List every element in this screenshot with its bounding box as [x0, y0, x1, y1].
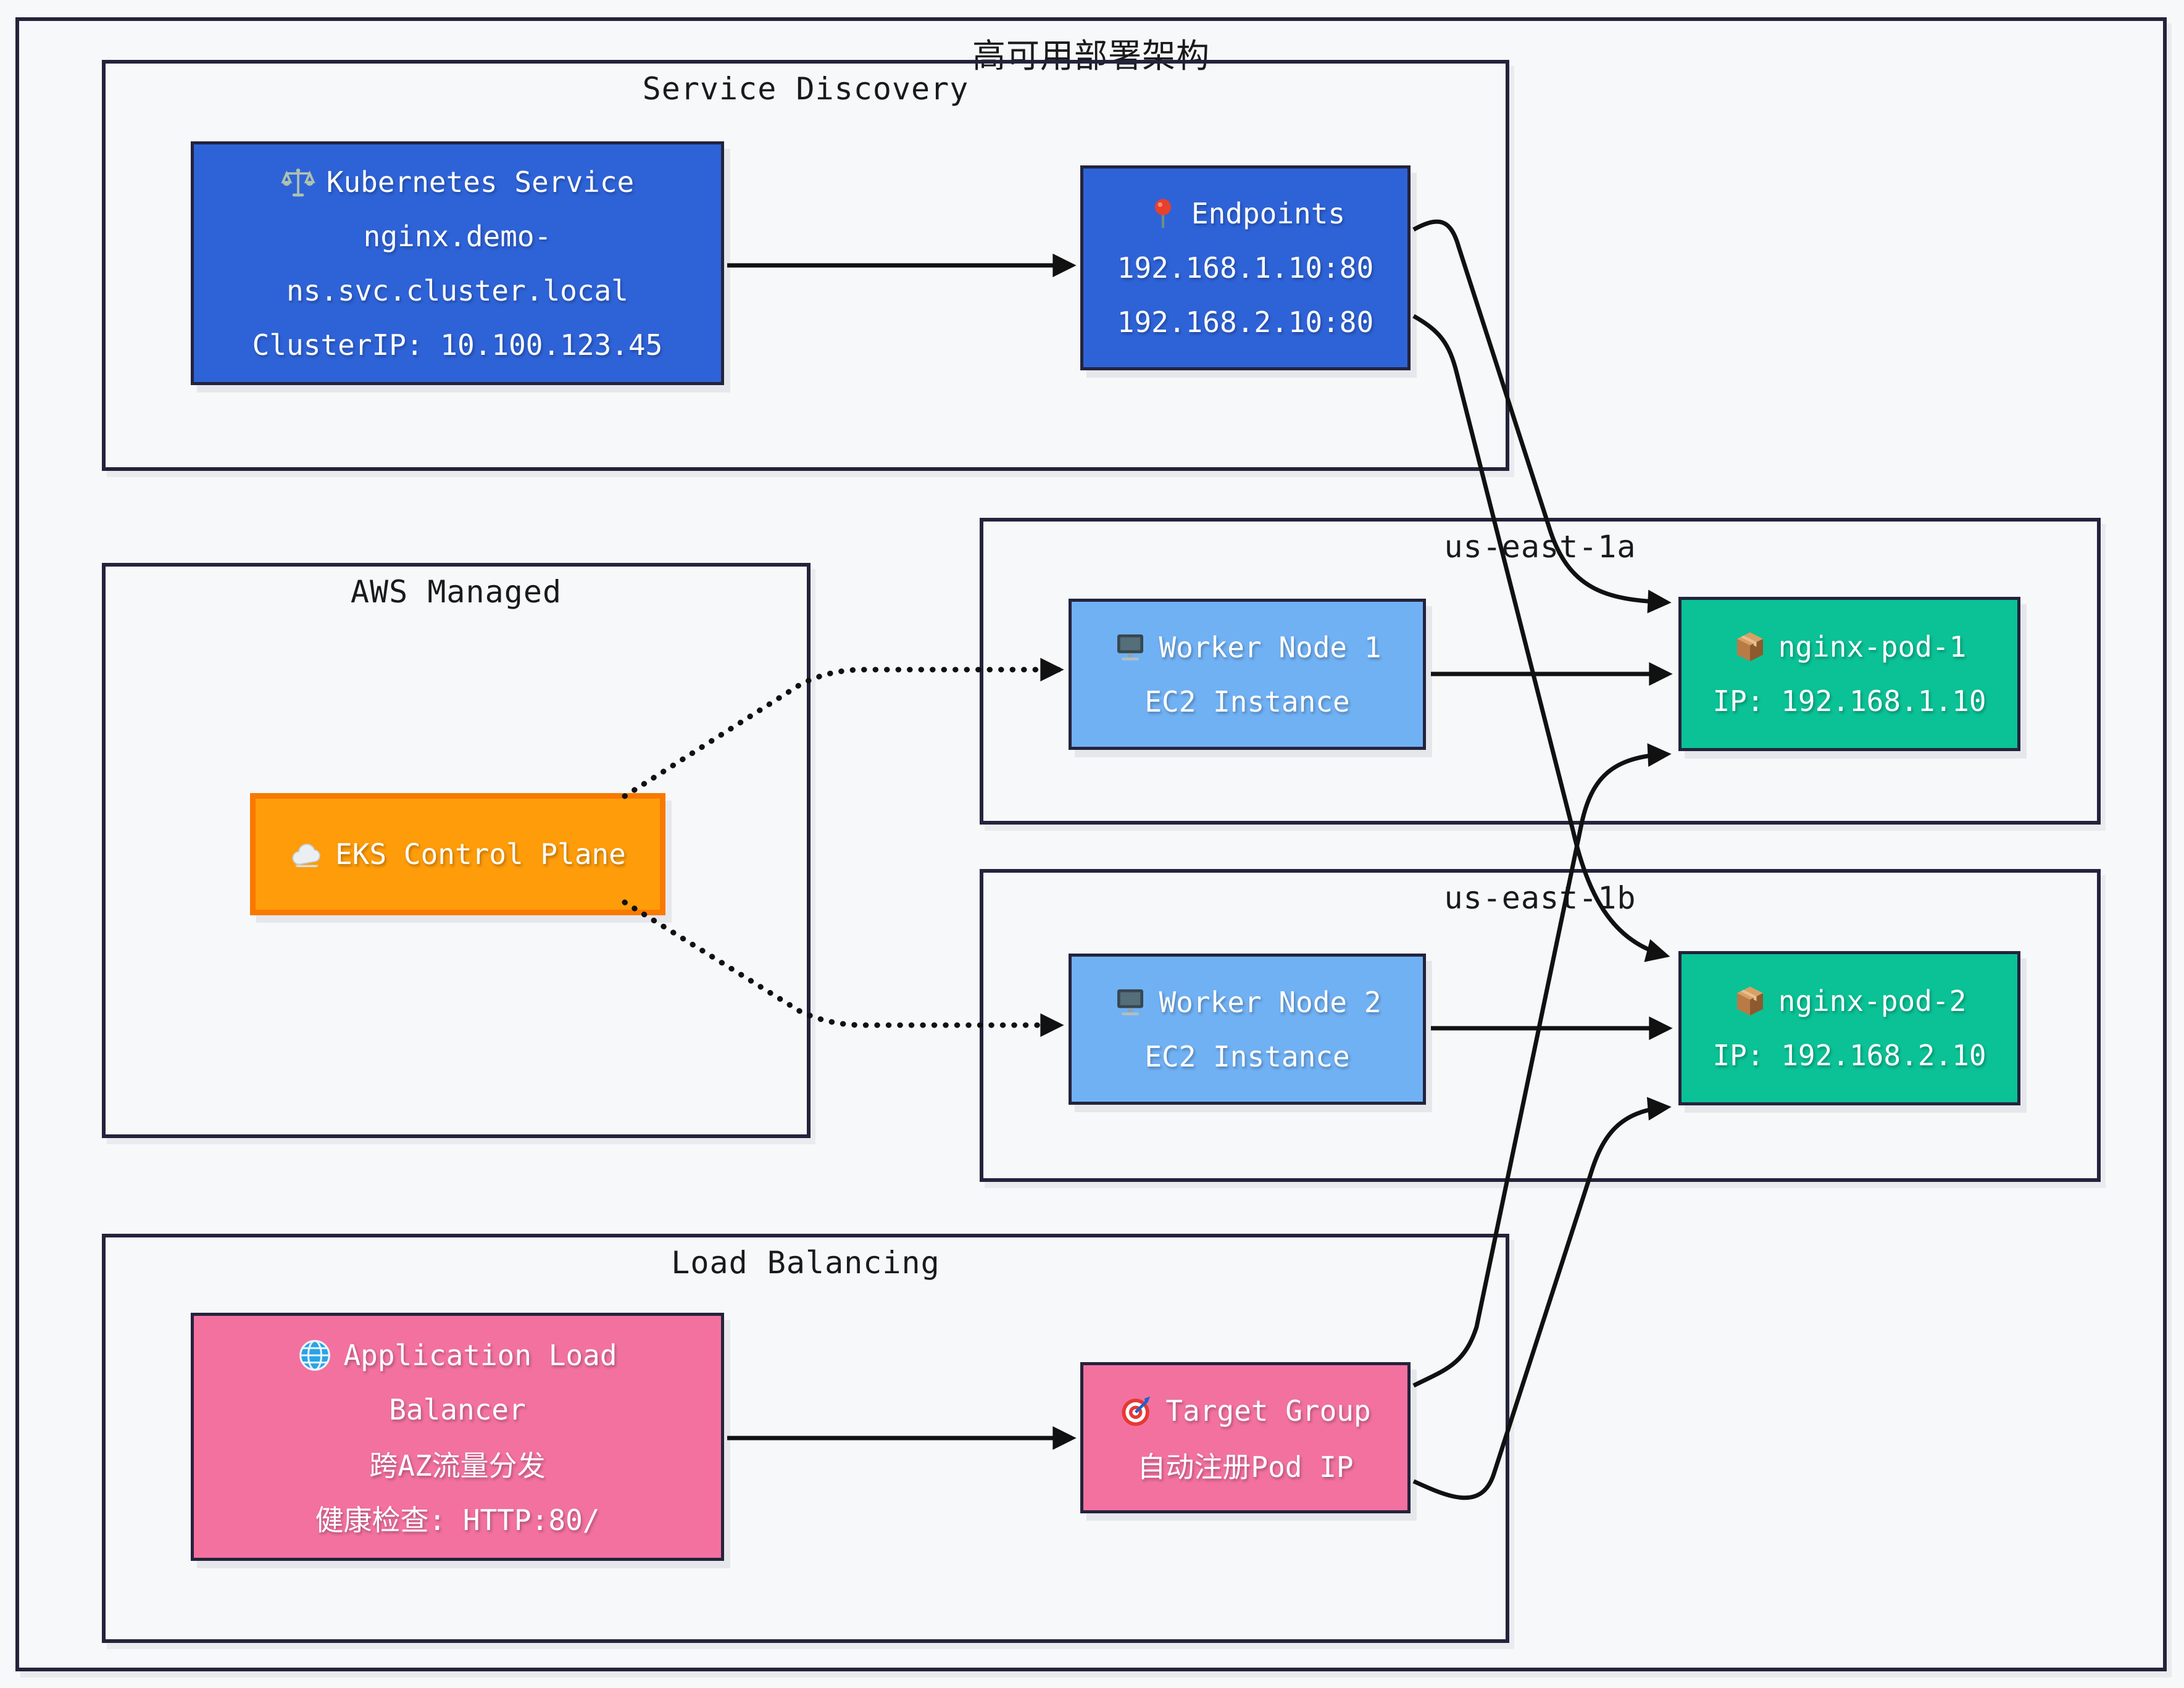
node-text: 跨AZ流量分发: [369, 1449, 546, 1482]
worker-node-1: Worker Node 1 EC2 Instance: [1069, 599, 1426, 750]
section-label-aws-managed: AWS Managed: [350, 574, 562, 610]
node-text: 192.168.1.10:80: [1117, 251, 1374, 285]
node-title: Worker Node 2: [1159, 985, 1382, 1019]
eks-control-plane-node: EKS Control Plane: [250, 793, 665, 915]
section-load-balancing: Load Balancing: [102, 1234, 1509, 1643]
node-title: EKS Control Plane: [335, 838, 626, 871]
node-text: IP: 192.168.1.10: [1712, 684, 1986, 718]
target-icon: [1120, 1394, 1154, 1428]
node-title: Kubernetes Service: [326, 165, 635, 199]
nginx-pod-2-node: nginx-pod-2 IP: 192.168.2.10: [1678, 951, 2020, 1105]
target-group-node: Target Group 自动注册Pod IP: [1080, 1362, 1411, 1513]
package-icon: [1733, 630, 1767, 664]
nginx-pod-1-node: nginx-pod-1 IP: 192.168.1.10: [1678, 597, 2020, 751]
node-text: EC2 Instance: [1144, 1039, 1350, 1073]
node-text: 健康检查: HTTP:80/: [315, 1503, 600, 1537]
desktop-icon: [1113, 985, 1148, 1020]
pushpin-icon: [1146, 196, 1180, 231]
section-label-service-discovery: Service Discovery: [642, 71, 969, 107]
node-text: ns.svc.cluster.local: [286, 273, 628, 307]
node-text: 192.168.2.10:80: [1117, 306, 1374, 339]
node-text: nginx.demo-: [363, 219, 552, 253]
node-title: nginx-pod-1: [1778, 630, 1967, 663]
node-title: nginx-pod-2: [1778, 984, 1967, 1018]
node-text: ClusterIP: 10.100.123.45: [252, 328, 663, 362]
node-title: Target Group: [1165, 1394, 1371, 1428]
alb-node: Application Load Balancer 跨AZ流量分发 健康检查: …: [191, 1313, 724, 1561]
cloud-icon: [290, 837, 324, 871]
section-label-us-east-1b: us-east-1b: [1444, 880, 1636, 916]
package-icon: [1733, 984, 1767, 1018]
node-title: Worker Node 1: [1159, 630, 1382, 664]
node-text: 自动注册Pod IP: [1137, 1450, 1354, 1484]
node-title: Application Load: [343, 1339, 617, 1372]
globe-icon: [298, 1338, 332, 1373]
section-label-us-east-1a: us-east-1a: [1444, 529, 1636, 565]
section-label-load-balancing: Load Balancing: [671, 1245, 940, 1281]
endpoints-node: Endpoints 192.168.1.10:80 192.168.2.10:8…: [1080, 165, 1411, 370]
scales-icon: [281, 165, 315, 199]
node-text: IP: 192.168.2.10: [1712, 1039, 1986, 1072]
node-text: EC2 Instance: [1144, 684, 1350, 718]
k8s-service-node: Kubernetes Service nginx.demo- ns.svc.cl…: [191, 141, 724, 385]
node-text: Balancer: [389, 1393, 526, 1426]
node-title: Endpoints: [1191, 197, 1346, 230]
desktop-icon: [1113, 630, 1148, 665]
worker-node-2: Worker Node 2 EC2 Instance: [1069, 954, 1426, 1105]
section-aws-managed: AWS Managed: [102, 563, 811, 1138]
diagram-title: 高可用部署架构: [972, 36, 1210, 75]
outer-container: 高可用部署架构: [15, 17, 2167, 1671]
